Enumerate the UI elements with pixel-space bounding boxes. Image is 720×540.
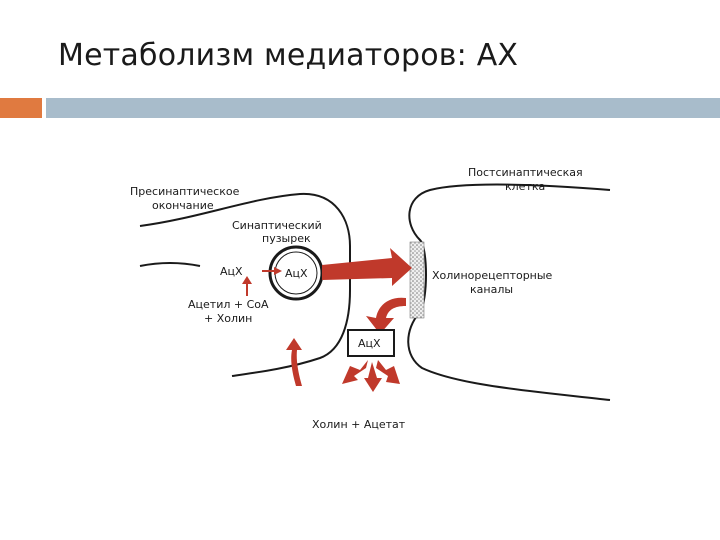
synthesis-label-line1: Ацетил + СоА	[188, 298, 269, 311]
ach-vesicle-label: АцХ	[285, 267, 308, 280]
breakdown-label: Холин + Ацетат	[312, 418, 406, 431]
postsynaptic-label-line1: Постсинаптическая	[468, 166, 583, 179]
ach-cytoplasm-label: АцХ	[220, 265, 243, 278]
presynaptic-label-line2: окончание	[152, 199, 214, 212]
ach-cleft-label: АцХ	[358, 337, 381, 350]
transport-arrow-head	[274, 267, 282, 275]
ach-cleft-box	[347, 329, 395, 357]
breakdown-arrow-right	[376, 360, 400, 384]
postsynaptic-label-line2: клетка	[505, 180, 545, 193]
vesicle-label-line1: Синаптический	[232, 219, 322, 232]
receptor-channels-label-line1: Холинорецепторные	[432, 269, 553, 282]
breakdown-arrow-down	[364, 362, 382, 392]
slide-title: Метаболизм медиаторов: АХ	[58, 38, 519, 73]
presynaptic-label-line1: Пресинаптическое	[130, 185, 240, 198]
receptor-channels-label-line2: каналы	[470, 283, 513, 296]
receptor-channel-band	[409, 241, 425, 319]
synthesis-arrow-head	[242, 276, 252, 284]
unbinding-arrow	[366, 297, 406, 334]
title-accent-square	[0, 98, 42, 118]
title-accent-bar	[46, 98, 720, 118]
breakdown-arrow-left	[342, 360, 368, 384]
presynaptic-membrane	[139, 192, 351, 377]
synthesis-label-line2: + Холин	[204, 312, 252, 325]
release-arrow	[322, 248, 412, 286]
presynaptic-lower-membrane	[139, 262, 201, 267]
vesicle-label-line2: пузырек	[262, 232, 311, 245]
reuptake-arrow	[286, 338, 302, 386]
postsynaptic-membrane	[407, 183, 611, 401]
